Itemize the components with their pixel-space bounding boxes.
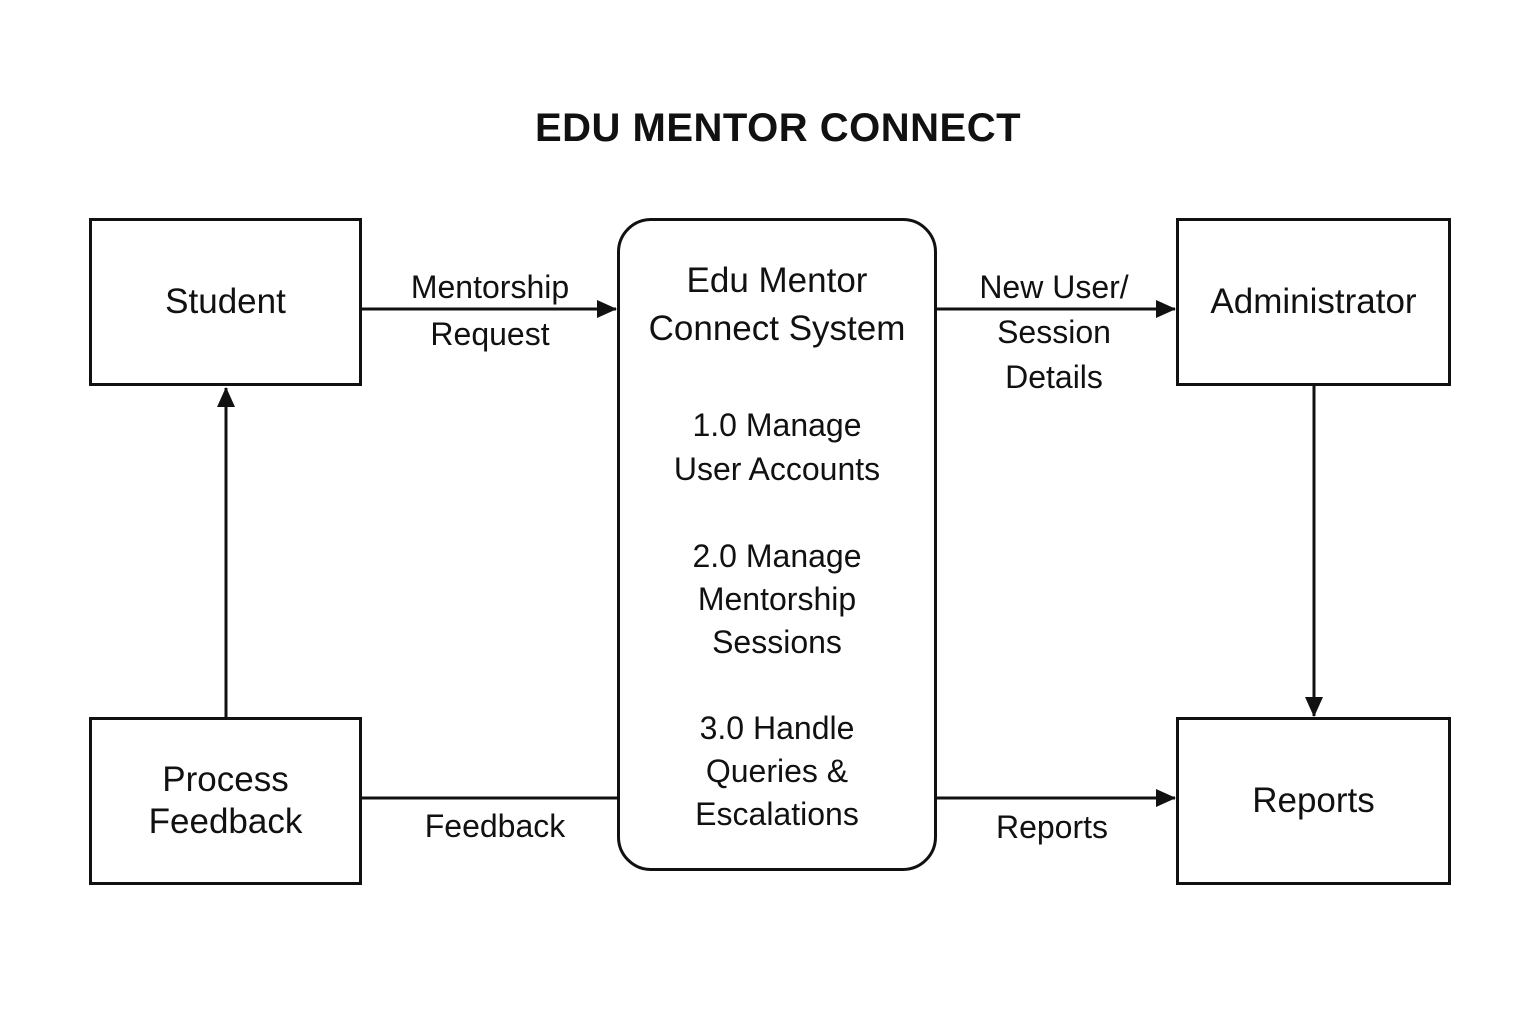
diagram-title: EDU MENTOR CONNECT [534,106,1022,150]
arrowhead-mentorship-request [597,300,617,318]
system-process-box: Edu Mentor Connect System 1.0 Manage Use… [617,218,937,871]
reports-entity: Reports [1176,717,1451,885]
administrator-entity: Administrator [1176,218,1451,386]
administrator-label: Administrator [1210,282,1417,321]
process-feedback-label: Process Feedback [148,760,303,841]
process-3-handle-queries-escalations: 3.0 Handle Queries & Escalations [695,710,859,832]
flow-label-new-user-session-details: New User/ Session Details [979,269,1129,395]
process-feedback-entity: Process Feedback [89,717,362,885]
flow-label-mentorship-request: Mentorship Request [410,269,570,352]
arrowhead-new-user-session-details [1156,300,1176,318]
arrowhead-feedback-to-student [217,387,235,407]
arrowhead-admin-to-reports [1305,697,1323,717]
arrowhead-reports [1156,789,1176,807]
process-1-manage-user-accounts: 1.0 Manage User Accounts [673,407,881,487]
system-name: Edu Mentor Connect System [648,261,906,348]
student-label: Student [165,282,286,321]
flow-label-feedback: Feedback [424,808,566,844]
student-entity: Student [89,218,362,386]
flow-label-reports: Reports [995,809,1109,845]
process-2-manage-mentorship-sessions: 2.0 Manage Mentorship Sessions [692,538,862,660]
reports-label: Reports [1252,781,1375,820]
